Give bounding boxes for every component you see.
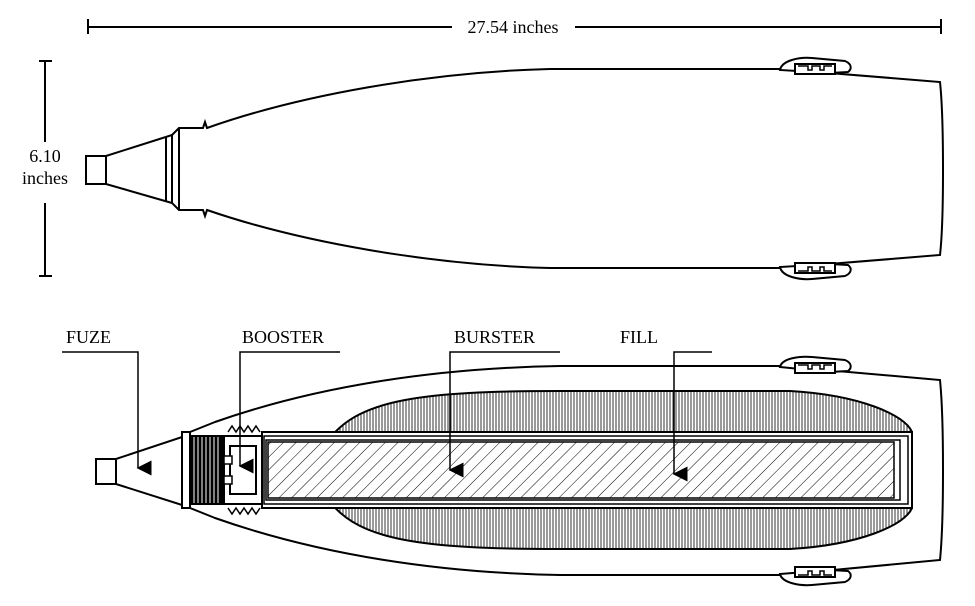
leader-burster xyxy=(448,351,560,478)
label-fill: FILL xyxy=(620,327,658,347)
diameter-value-label: 6.10 xyxy=(29,146,61,166)
fuze-threads xyxy=(189,435,225,505)
fuze-cutaway xyxy=(95,435,183,507)
leader-fuze xyxy=(62,351,152,476)
label-booster-group: BOOSTER xyxy=(238,327,340,474)
shell-body-exterior xyxy=(171,68,944,269)
leader-booster xyxy=(238,351,340,474)
projectile-exterior-view xyxy=(85,56,944,281)
length-label: 27.54 inches xyxy=(468,17,559,37)
label-fuze-group: FUZE xyxy=(62,327,152,476)
label-fuze: FUZE xyxy=(66,327,111,347)
leader-fill xyxy=(672,351,712,482)
label-fill-group: FILL xyxy=(620,327,712,482)
label-burster-group: BURSTER xyxy=(448,327,560,478)
diameter-dimension xyxy=(39,60,52,277)
diameter-unit-label: inches xyxy=(22,168,68,188)
projectile-cutaway-view xyxy=(95,355,944,587)
label-booster: BOOSTER xyxy=(242,327,324,347)
label-burster: BURSTER xyxy=(454,327,535,347)
fuze-exterior xyxy=(85,133,173,205)
burster-charge xyxy=(267,441,895,499)
length-dimension xyxy=(87,19,942,34)
